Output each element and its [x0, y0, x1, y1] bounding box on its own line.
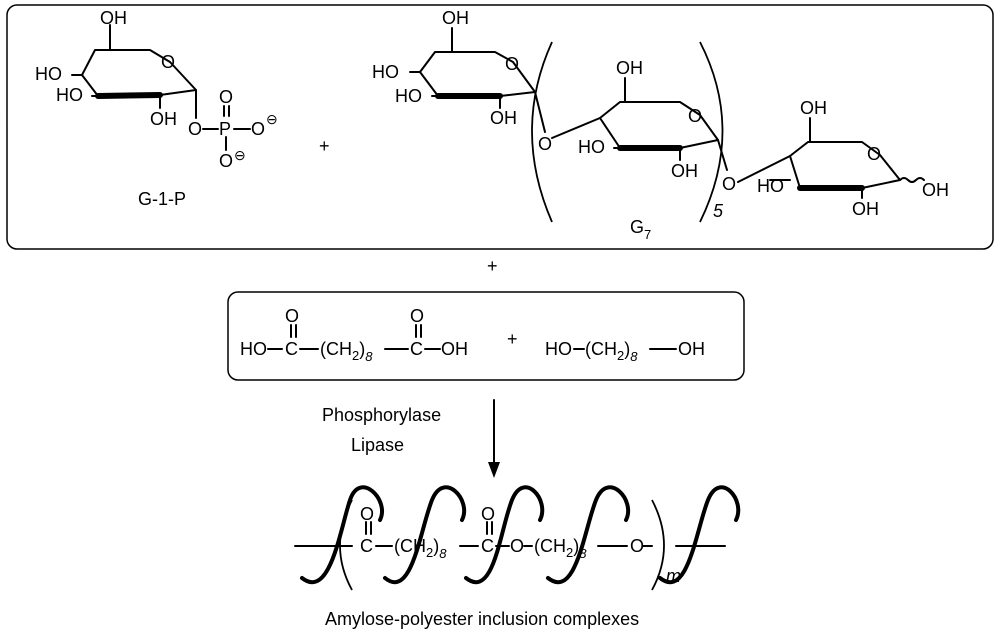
- g7-structure: OH O HO HO OH O OH O HO OH 5 O O: [372, 8, 949, 223]
- p-double-o-label: O: [219, 87, 233, 107]
- g7-r3-oh-below: OH: [852, 199, 879, 219]
- g7-r1-ring-o: O: [505, 54, 519, 74]
- product-paren-right: [651, 499, 665, 591]
- product-c2: C: [481, 536, 494, 556]
- g1p-label: G-1-P: [138, 189, 186, 209]
- helix-strand-3: [464, 485, 545, 584]
- product-structure: C O (CH2)8 C O O (CH2)8 O m: [294, 485, 741, 591]
- g7-repeat-paren-right: [699, 41, 724, 223]
- oh-c6-label: OH: [100, 8, 127, 28]
- g7-r3-ho-left: HO: [757, 176, 784, 196]
- g7-r3-anomeric-oh: OH: [922, 180, 949, 200]
- product-o1: O: [360, 504, 374, 524]
- reaction-arrow-head: [488, 462, 500, 478]
- g1p-structure: OH O HO HO OH O P O O ⊖ O ⊖: [35, 8, 278, 171]
- phosphorus-label: P: [219, 119, 231, 139]
- diacid-o2: O: [410, 306, 424, 326]
- sebacic-acid: HO C O (CH2)8 C O OH: [240, 306, 468, 364]
- g7-r2-ho-left: HO: [578, 137, 605, 157]
- helix-strand-5: [658, 485, 741, 584]
- helix-strand-1: [300, 485, 384, 584]
- g7-r2-ring-o: O: [688, 106, 702, 126]
- octanediol: HO (CH2)8 OH: [545, 339, 705, 364]
- plus-top: +: [319, 136, 330, 156]
- g7-r3-ring-o: O: [867, 144, 881, 164]
- charge-down: ⊖: [234, 147, 246, 163]
- product-caption: Amylose-polyester inclusion complexes: [325, 609, 639, 629]
- reactants-box: [6, 4, 994, 250]
- enzyme-lipase: Lipase: [351, 435, 404, 455]
- diacid-chain: (CH2)8: [320, 339, 373, 364]
- p-o-down-label: O: [219, 151, 233, 171]
- charge-right: ⊖: [266, 111, 278, 127]
- diacid-oh: OH: [441, 339, 468, 359]
- g7-r2-oh-top: OH: [616, 58, 643, 78]
- plus-middle: +: [487, 256, 498, 276]
- product-c1: C: [360, 536, 373, 556]
- monomers-box: [227, 291, 745, 381]
- product-chain-2: (CH2)8: [534, 536, 587, 561]
- g7-r1-oh-below: OH: [490, 108, 517, 128]
- diol-ho: HO: [545, 339, 572, 359]
- ho-c3-label: HO: [56, 85, 83, 105]
- diol-oh: OH: [678, 339, 705, 359]
- g7-r3-oh-top: OH: [800, 98, 827, 118]
- g7-label: G7: [630, 217, 651, 242]
- diacid-ho: HO: [240, 339, 267, 359]
- oh-c2-label: OH: [150, 109, 177, 129]
- p-o-right-label: O: [251, 119, 265, 139]
- product-o4: O: [630, 536, 644, 556]
- product-o2: O: [481, 504, 495, 524]
- g7-r1-ho-left: HO: [372, 62, 399, 82]
- g7-r2-oh-below: OH: [671, 161, 698, 181]
- helix-strand-2: [383, 485, 466, 584]
- diacid-c2: C: [410, 339, 423, 359]
- enzyme-phosphorylase: Phosphorylase: [322, 405, 441, 425]
- diacid-o1: O: [285, 306, 299, 326]
- ring-o-label: O: [161, 52, 175, 72]
- g7-repeat-paren-left: [531, 41, 553, 223]
- helix-strand-4: [546, 485, 630, 584]
- plus-monomers: +: [507, 329, 518, 349]
- diacid-c1: C: [285, 339, 298, 359]
- g7-glyco-o-2: O: [722, 174, 736, 194]
- g7-r1-oh-top: OH: [442, 8, 469, 28]
- product-o3: O: [510, 536, 524, 556]
- g7-glyco-o-1: O: [538, 134, 552, 154]
- anomeric-o-label: O: [188, 119, 202, 139]
- g7-r1-ho-lower: HO: [395, 86, 422, 106]
- diol-chain: (CH2)8: [585, 339, 638, 364]
- g7-repeat-n: 5: [713, 201, 724, 221]
- ho-c4-label: HO: [35, 64, 62, 84]
